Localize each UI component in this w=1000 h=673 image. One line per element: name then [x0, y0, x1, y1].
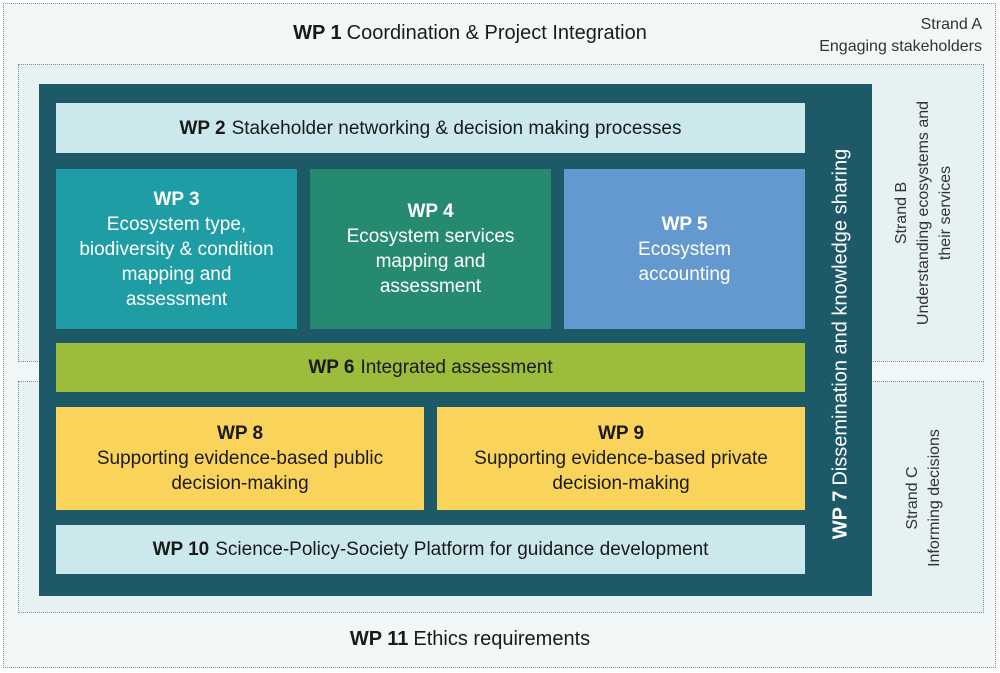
wp4-id: WP 4 [407, 201, 454, 222]
wp1-text: Coordination & Project Integration [346, 22, 647, 44]
strand-b-desc-line2: their services [937, 165, 954, 261]
wp1-id: WP 1 [293, 22, 342, 44]
wp6-text: Integrated assessment [360, 357, 553, 378]
strand-a-name: Strand A [920, 16, 982, 33]
wp11-text: Ethics requirements [413, 628, 591, 650]
strand-a-desc: Engaging stakeholders [819, 38, 982, 55]
wp7-frame [39, 84, 872, 596]
wp9-line: Supporting evidence-based private [474, 448, 768, 469]
wp3-box: WP 3 Ecosystem type, biodiversity & cond… [56, 169, 297, 329]
wp8-id: WP 8 [216, 423, 264, 444]
strand-c-label: Strand C Informing decisions [902, 429, 946, 567]
wp3-line: biodiversity & condition [79, 238, 274, 260]
wp6-id: WP 6 [308, 357, 355, 378]
strand-c-name: Strand C [904, 466, 921, 530]
wp7-label: WP 7 Dissemination and knowledge sharing [830, 149, 853, 539]
wp3-line: Ecosystem type, [106, 213, 247, 235]
wp9-line: decision-making [552, 473, 690, 494]
wp2-text: Stakeholder networking & decision making… [231, 117, 682, 139]
wp10-text: Science-Policy-Society Platform for guid… [215, 539, 709, 560]
wp5-line: Ecosystem [638, 238, 731, 260]
wp4-line: mapping and [375, 251, 486, 272]
wp5-id: WP 5 [661, 213, 708, 235]
wp8-line: decision-making [171, 473, 309, 494]
strand-b-desc-line1: Understanding ecosystems and [915, 100, 932, 326]
strand-a-label: Strand A Engaging stakeholders [819, 14, 982, 58]
wp7-id: WP 7 [829, 490, 852, 540]
wp5-box: WP 5 Ecosystem accounting [564, 169, 805, 329]
strand-b-label: Strand B Understanding ecosystems and th… [891, 101, 957, 325]
wp8-line: Supporting evidence-based public [96, 448, 384, 469]
wp3-line: mapping and [121, 263, 232, 285]
wp3-id: WP 3 [153, 188, 200, 210]
wp11-id: WP 11 [349, 628, 409, 650]
wp4-line: Ecosystem services [346, 226, 515, 247]
wp5-line: accounting [638, 263, 731, 285]
wp8-box: WP 8 Supporting evidence-based public de… [56, 407, 424, 510]
wp10-id: WP 10 [152, 539, 210, 560]
wp4-line: assessment [379, 276, 482, 297]
wp9-id: WP 9 [597, 423, 645, 444]
wp9-box: WP 9 Supporting evidence-based private d… [437, 407, 805, 510]
wp7-text: Dissemination and knowledge sharing [829, 148, 852, 486]
strand-c-desc: Informing decisions [926, 429, 943, 567]
wp4-box: WP 4 Ecosystem services mapping and asse… [310, 169, 551, 329]
wp2-id: WP 2 [179, 117, 226, 139]
strand-b-name: Strand B [893, 181, 910, 245]
wp3-line: assessment [125, 288, 228, 310]
